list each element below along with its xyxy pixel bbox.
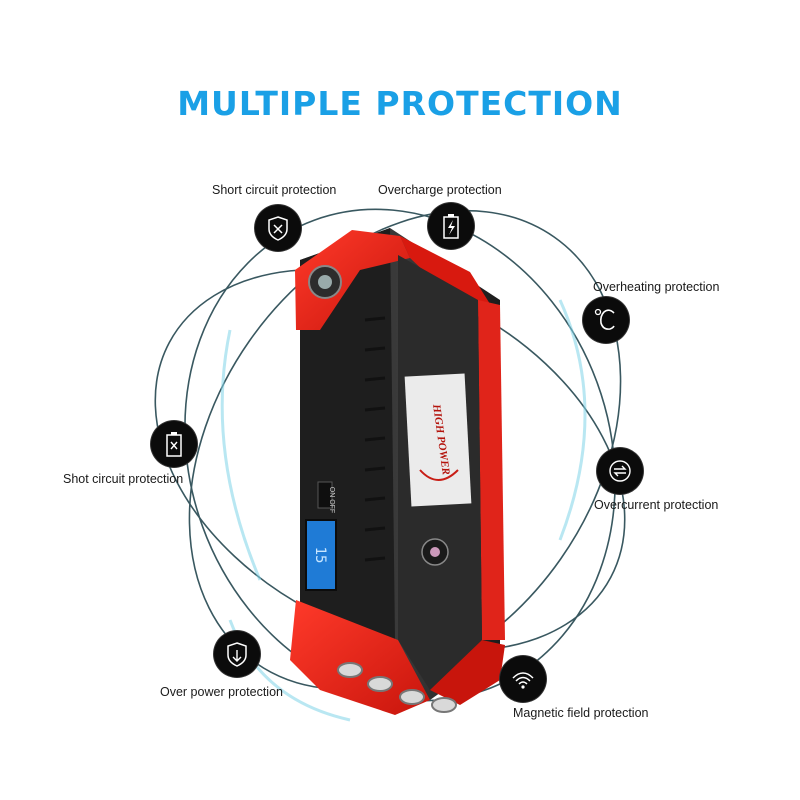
- shield-down-arrow-icon: [214, 631, 260, 677]
- protection-label-magnetic-field: Magnetic field protection: [513, 706, 649, 720]
- shield-x-icon: [255, 205, 301, 251]
- protection-label-short-circuit: Short circuit protection: [212, 183, 337, 197]
- protection-label-overheating: Overheating protection: [593, 280, 720, 294]
- battery-bolt-icon: [428, 203, 474, 249]
- protection-label-shot-circuit: Shot circuit protection: [63, 472, 184, 486]
- swap-arrows-icon: [597, 448, 643, 494]
- power-switch-label: ON OFF: [328, 487, 335, 513]
- jump-starter-device: 15: [290, 228, 505, 715]
- svg-text:15: 15: [312, 547, 328, 564]
- battery-x-icon: [151, 421, 197, 467]
- protection-label-overcharge: Overcharge protection: [378, 183, 502, 197]
- protection-label-over-power: Over power protection: [160, 685, 283, 699]
- page-title: MULTIPLE PROTECTION: [177, 84, 623, 123]
- wifi-signal-icon: [500, 656, 546, 702]
- celsius-icon: [583, 297, 629, 343]
- protection-label-overcurrent: Overcurrent protection: [594, 498, 719, 512]
